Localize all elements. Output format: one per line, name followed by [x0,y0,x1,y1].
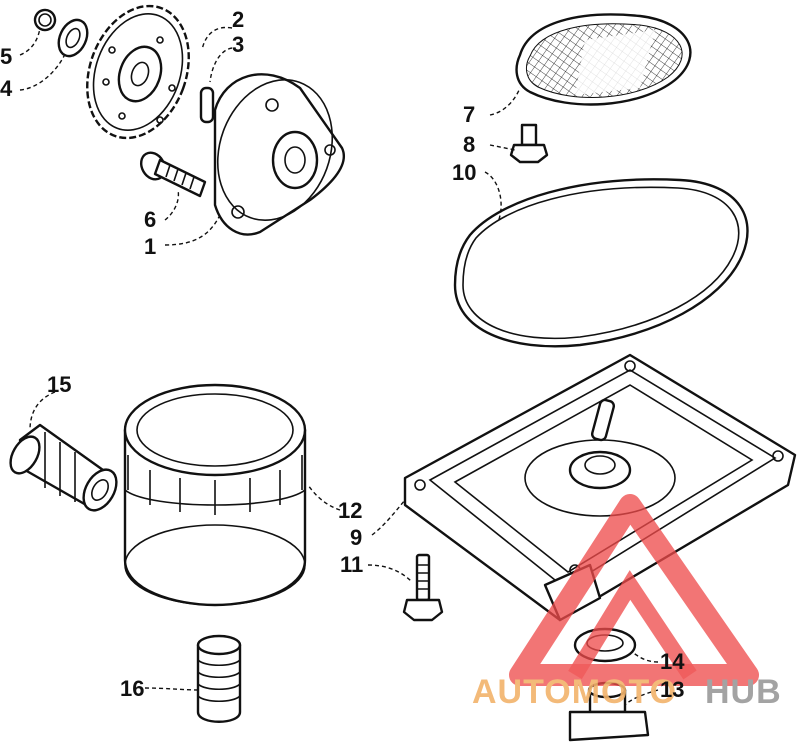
washer-part-4 [57,18,89,58]
callout-8: 8 [463,132,475,157]
bolt-part-8 [509,123,549,164]
bolt-part-6 [139,151,207,198]
callout-11: 11 [340,552,363,577]
snap-ring-part-5 [33,8,57,32]
filter-nipple-part-16 [196,634,242,723]
callout-5: 5 [0,44,12,69]
callout-16: 16 [120,676,144,701]
pressure-switch-part-15 [9,423,118,512]
callout-3: 3 [232,32,244,57]
callout-15: 15 [47,372,71,397]
callout-12: 12 [338,498,362,523]
watermark-text-left: AUTOMOTO [472,673,677,711]
oil-pump-part-1 [213,73,345,236]
callout-10: 10 [452,160,476,185]
leader-lines [19,26,659,706]
callout-4: 4 [0,76,13,101]
oil-filter-part-12 [123,383,307,607]
bolt-part-11 [402,553,444,622]
drain-plug-part-13 [568,681,650,742]
oil-pan-part-9 [403,353,797,622]
callout-13: 13 [660,677,684,702]
oil-strainer-part-7 [515,13,692,106]
callout-labels: 2 3 5 4 6 1 7 8 10 15 12 9 11 14 13 16 [0,7,685,702]
dowel-pin-part-3 [199,86,215,124]
watermark-text-right: HUB [705,673,782,711]
callout-9: 9 [350,525,362,550]
callout-1: 1 [144,234,156,259]
gasket-part-10 [453,178,749,348]
watermark-logo: AUTOMOTO HUB [472,494,782,711]
sprocket-part-2 [86,4,190,140]
callout-14: 14 [660,649,685,674]
watermark-triangle-icon [509,494,759,686]
callout-2: 2 [232,7,244,32]
callout-7: 7 [463,102,475,127]
callout-6: 6 [144,207,156,232]
